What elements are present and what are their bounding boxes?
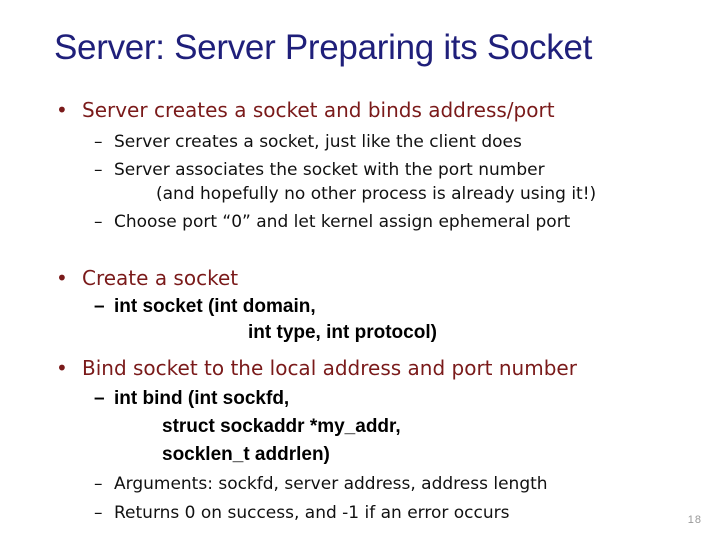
sub-item: –Arguments: sockfd, server address, addr…: [94, 474, 548, 494]
bullet-icon: •: [56, 98, 68, 122]
dash-icon: –: [94, 296, 105, 317]
code-text: int socket (int domain,: [114, 296, 316, 317]
sub-item-text: Arguments: sockfd, server address, addre…: [114, 474, 548, 494]
sub-item-text: Server associates the socket with the po…: [114, 160, 545, 180]
bullet-icon: •: [56, 266, 68, 290]
code-line: –int bind (int sockfd,: [94, 388, 289, 410]
bullet-bind-socket: • Bind socket to the local address and po…: [56, 356, 577, 380]
dash-icon: –: [94, 212, 103, 232]
bullet-text: Server creates a socket and binds addres…: [82, 98, 555, 122]
sub-item-continuation: (and hopefully no other process is alrea…: [156, 184, 597, 204]
page-number: 18: [687, 514, 702, 526]
slide-title: Server: Server Preparing its Socket: [54, 28, 593, 67]
bullet-text: Create a socket: [82, 266, 239, 290]
sub-item-text: Server creates a socket, just like the c…: [114, 132, 522, 152]
code-line-continuation: int type, int protocol): [248, 322, 437, 343]
code-line: –int socket (int domain,: [94, 296, 316, 318]
sub-item-text: Returns 0 on success, and -1 if an error…: [114, 503, 510, 523]
sub-item: –Server creates a socket, just like the …: [94, 132, 522, 152]
sub-item: –Server associates the socket with the p…: [94, 160, 545, 180]
bullet-create-socket: • Create a socket: [56, 266, 238, 290]
code-line-continuation: struct sockaddr *my_addr,: [162, 416, 401, 437]
bullet-icon: •: [56, 356, 68, 380]
dash-icon: –: [94, 474, 103, 494]
dash-icon: –: [94, 160, 103, 180]
bullet-server-creates: • Server creates a socket and binds addre…: [56, 98, 555, 122]
sub-item: –Returns 0 on success, and -1 if an erro…: [94, 503, 510, 523]
dash-icon: –: [94, 503, 103, 523]
sub-item: –Choose port “0” and let kernel assign e…: [94, 212, 570, 232]
dash-icon: –: [94, 388, 105, 409]
code-text: int bind (int sockfd,: [114, 388, 290, 409]
bullet-text: Bind socket to the local address and por…: [82, 356, 577, 380]
code-line-continuation: socklen_t addrlen): [162, 444, 330, 465]
sub-item-text: Choose port “0” and let kernel assign ep…: [114, 212, 571, 232]
dash-icon: –: [94, 132, 103, 152]
